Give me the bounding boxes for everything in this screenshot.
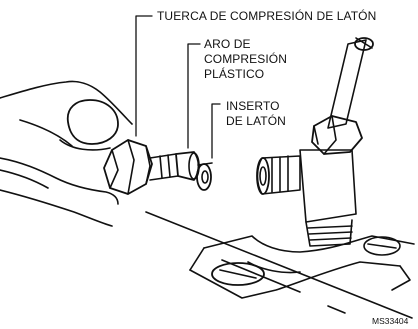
compression-ring: [175, 151, 200, 181]
label-compression-nut: TUERCA DE COMPRESIÓN DE LATÓN: [157, 9, 377, 23]
brass-insert: [196, 162, 213, 191]
leader-lines: [135, 15, 221, 159]
label-compression-ring-line1: ARO DE: [204, 37, 251, 51]
saddle-valve: [256, 37, 374, 247]
water-pipe: [145, 211, 413, 319]
compression-nut: [103, 139, 179, 195]
figure-code: MS33404: [372, 316, 409, 326]
saddle-clamp: [189, 235, 415, 299]
label-brass-insert-line2: DE LATÓN: [226, 114, 286, 128]
label-compression-ring-line3: PLÁSTICO: [204, 67, 265, 81]
label-brass-insert-line1: INSERTO: [226, 99, 280, 113]
hand: [0, 80, 133, 227]
label-compression-ring-line2: COMPRESIÓN: [204, 52, 288, 66]
